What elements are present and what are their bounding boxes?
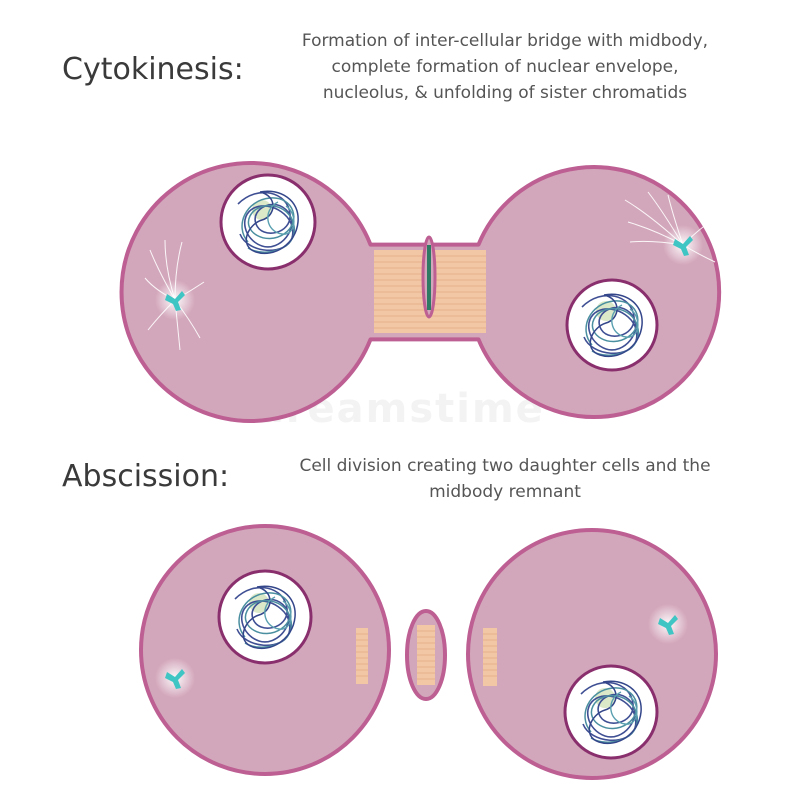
centrosome-left-top xyxy=(155,280,195,320)
bridge-remnant-right xyxy=(483,628,497,686)
cytokinesis-title: Cytokinesis: xyxy=(62,52,244,87)
midbody xyxy=(421,235,437,319)
nucleus-left-top xyxy=(219,173,317,271)
cytokinesis-description-line-1: Formation of inter-cellular bridge with … xyxy=(301,31,709,51)
abscission-title: Abscission: xyxy=(62,459,230,494)
nucleus-right-bottom xyxy=(563,664,659,760)
cytokinesis-description: Formation of inter-cellular bridge with … xyxy=(275,28,735,106)
abscission-daughter-cell-right xyxy=(466,528,718,780)
centrosome-right-bottom xyxy=(648,604,688,644)
abscission-daughter-cell-left xyxy=(139,524,391,776)
abscission-description: Cell division creating two daughter cell… xyxy=(270,453,740,505)
nucleus-right-top xyxy=(565,278,659,372)
centrosome-left-bottom xyxy=(155,658,195,698)
cytokinesis-description-line-2: complete formation of nuclear envelope, xyxy=(331,57,679,77)
abscission-description-line-1: Cell division creating two daughter cell… xyxy=(299,456,711,476)
cytokinesis-description-line-3: nucleolus, & unfolding of sister chromat… xyxy=(322,83,688,103)
bridge-remnant-left xyxy=(356,628,368,684)
centrosome-right-top xyxy=(663,225,703,265)
cytokinesis-dividing-cell xyxy=(119,161,722,423)
midbody-remnant xyxy=(405,609,447,701)
nucleus-left-bottom xyxy=(217,569,313,665)
abscission-description-line-2: midbody remnant xyxy=(429,482,581,502)
